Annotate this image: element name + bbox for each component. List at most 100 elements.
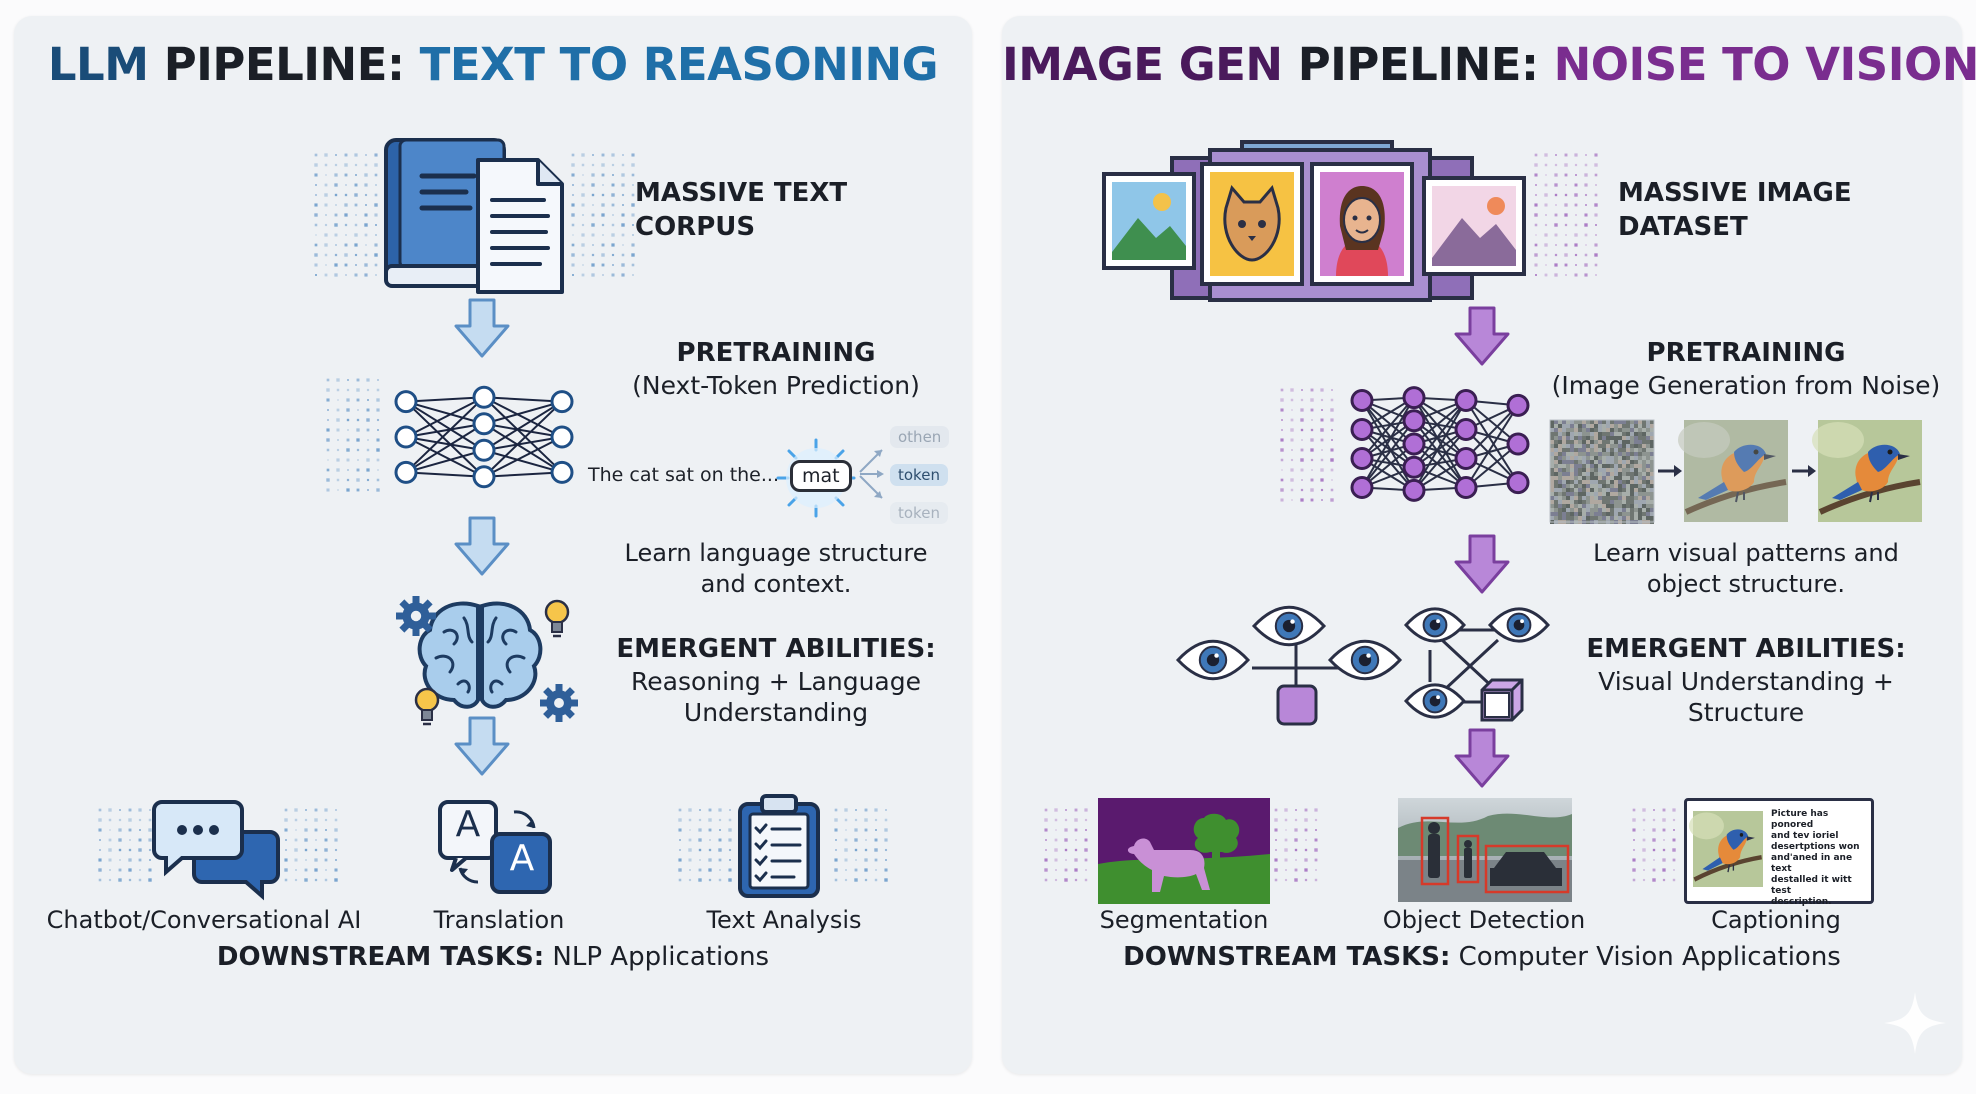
- dot-pattern: [1632, 808, 1676, 882]
- image-gen-pipeline-panel: IMAGE GEN PIPELINE: NOISE TO VISION: [1002, 16, 1976, 1074]
- image-emergent-text: Visual Understanding + Structure: [1536, 666, 1956, 728]
- eye-icon: [1175, 639, 1251, 681]
- lightbulb-icon: [544, 599, 570, 638]
- eye-icon: [1487, 607, 1551, 643]
- dot-pattern: [678, 808, 732, 882]
- neural-network-icon: [394, 385, 574, 489]
- eye-icon: [1251, 605, 1327, 647]
- emergent-line-2: Structure: [1687, 698, 1805, 727]
- bird-photo: [1678, 420, 1788, 522]
- emergent-line-1: Visual Understanding +: [1598, 667, 1894, 696]
- noise-image: [1549, 419, 1655, 524]
- dataset-line-1: MASSIVE IMAGE: [1618, 178, 1852, 208]
- predicted-token: mat: [790, 460, 852, 492]
- caption-line: desertptions won: [1771, 842, 1860, 852]
- image-emergent-title: EMERGENT ABILITIES:: [1586, 634, 1906, 664]
- llm-pipeline-title: LLM PIPELINE: TEXT TO REASONING: [14, 38, 972, 91]
- emergent-line-1: Reasoning + Language: [631, 667, 921, 696]
- dot-pattern: [98, 808, 152, 882]
- chat-bubbles-icon: [152, 800, 280, 901]
- caption-line: destalled it witt test: [1771, 875, 1852, 896]
- clipboard-icon: [738, 794, 820, 898]
- task-segmentation: Segmentation: [1099, 906, 1269, 934]
- llm-learn-text: Learn language structure and context.: [586, 538, 966, 600]
- candidate-token: othen: [890, 426, 950, 448]
- dot-pattern: [1534, 153, 1598, 277]
- corpus-line-1: MASSIVE TEXT: [635, 178, 848, 208]
- title-llm: LLM: [47, 38, 149, 91]
- down-arrow: [1454, 306, 1510, 366]
- learn-line-1: Learn visual patterns and: [1593, 539, 1899, 567]
- llm-emergent-title: EMERGENT ABILITIES:: [616, 634, 936, 664]
- learn-line-1: Learn language structure: [624, 539, 928, 567]
- source-glyph: A: [455, 804, 481, 845]
- task-translation: Translation: [433, 906, 565, 934]
- learn-line-2: and context.: [700, 570, 852, 598]
- dataset-line-2: DATASET: [1618, 212, 1748, 242]
- title-noise-to-vision: NOISE TO VISION: [1553, 38, 1976, 91]
- caption-text: Picture has ponored and tev ioriel deser…: [1771, 809, 1867, 908]
- down-arrow: [1454, 728, 1510, 788]
- dot-pattern: [314, 153, 378, 277]
- caption-line: and tev ioriel: [1771, 831, 1839, 841]
- caption-line: description.: [1771, 897, 1832, 907]
- brain-icon: [417, 601, 543, 709]
- example-sentence: The cat sat on the...: [588, 464, 779, 486]
- image-pretraining-subtitle: (Image Generation from Noise): [1551, 371, 1941, 400]
- detection-image: [1398, 798, 1572, 902]
- segmentation-image: [1098, 798, 1270, 904]
- caption-line: Picture has ponored: [1771, 809, 1829, 830]
- gear-icon: [396, 596, 436, 636]
- corpus-line-2: CORPUS: [635, 212, 756, 242]
- stage-massive-text-corpus: MASSIVE TEXT CORPUS: [635, 176, 847, 244]
- footer-label: DOWNSTREAM TASKS:: [1123, 942, 1451, 972]
- image-learn-text: Learn visual patterns and object structu…: [1536, 538, 1956, 600]
- llm-pretraining-subtitle: (Next-Token Prediction): [632, 371, 920, 400]
- title-text-to-reasoning: TEXT TO REASONING: [419, 38, 939, 91]
- caption-line: and'aned in ane text: [1771, 853, 1853, 874]
- image-pretraining-title: PRETRAINING: [1646, 338, 1846, 368]
- neural-network-icon: [1350, 386, 1530, 502]
- footer-label: DOWNSTREAM TASKS:: [216, 942, 545, 972]
- dot-pattern: [834, 808, 888, 882]
- gear-icon: [540, 684, 578, 722]
- translation-icon: A A: [434, 798, 564, 898]
- task-captioning: Captioning: [1711, 906, 1841, 934]
- eye-icon: [1327, 639, 1403, 681]
- token-arrows: [859, 449, 884, 499]
- llm-emergent-text: Reasoning + Language Understanding: [586, 666, 966, 728]
- target-glyph: A: [509, 838, 535, 879]
- stage-massive-image-dataset: MASSIVE IMAGE DATASET: [1618, 176, 1852, 244]
- task-chatbot: Chatbot/Conversational AI: [46, 906, 362, 934]
- eye-icon: [1403, 607, 1467, 643]
- image-gen-pipeline-title: IMAGE GEN PIPELINE: NOISE TO VISION: [1002, 38, 1976, 91]
- dot-pattern: [571, 153, 635, 277]
- learn-line-2: object structure.: [1646, 570, 1846, 598]
- emergent-line-2: Understanding: [683, 698, 869, 727]
- dot-pattern: [1280, 388, 1334, 502]
- llm-pipeline-panel: LLM PIPELINE: TEXT TO REASONING MASSIVE …: [14, 16, 972, 1074]
- document-icon: [476, 158, 564, 294]
- step-arrow-icon: [1658, 465, 1682, 477]
- footer-value: Computer Vision Applications: [1458, 942, 1841, 972]
- candidate-token: token: [890, 502, 948, 524]
- title-pipeline: PIPELINE:: [1297, 38, 1539, 91]
- title-image-gen: IMAGE GEN: [1002, 38, 1283, 91]
- eye-icon: [1403, 683, 1467, 719]
- image-stack-icon: [1102, 140, 1526, 302]
- dot-pattern: [284, 808, 338, 882]
- bird-photo: [1688, 811, 1763, 887]
- llm-pretraining-title: PRETRAINING: [676, 338, 876, 368]
- lightbulb-icon: [414, 687, 440, 726]
- down-arrow: [454, 516, 510, 576]
- dot-pattern: [326, 378, 380, 492]
- llm-downstream-footer: DOWNSTREAM TASKS: NLP Applications: [14, 942, 972, 972]
- down-arrow: [454, 298, 510, 358]
- bird-photo: [1812, 420, 1922, 522]
- dot-pattern: [1274, 808, 1318, 882]
- caption-card: Picture has ponored and tev ioriel deser…: [1684, 798, 1874, 907]
- down-arrow: [454, 716, 510, 776]
- title-pipeline: PIPELINE:: [163, 38, 405, 91]
- footer-value: NLP Applications: [552, 942, 770, 972]
- task-object-detection: Object Detection: [1382, 906, 1586, 934]
